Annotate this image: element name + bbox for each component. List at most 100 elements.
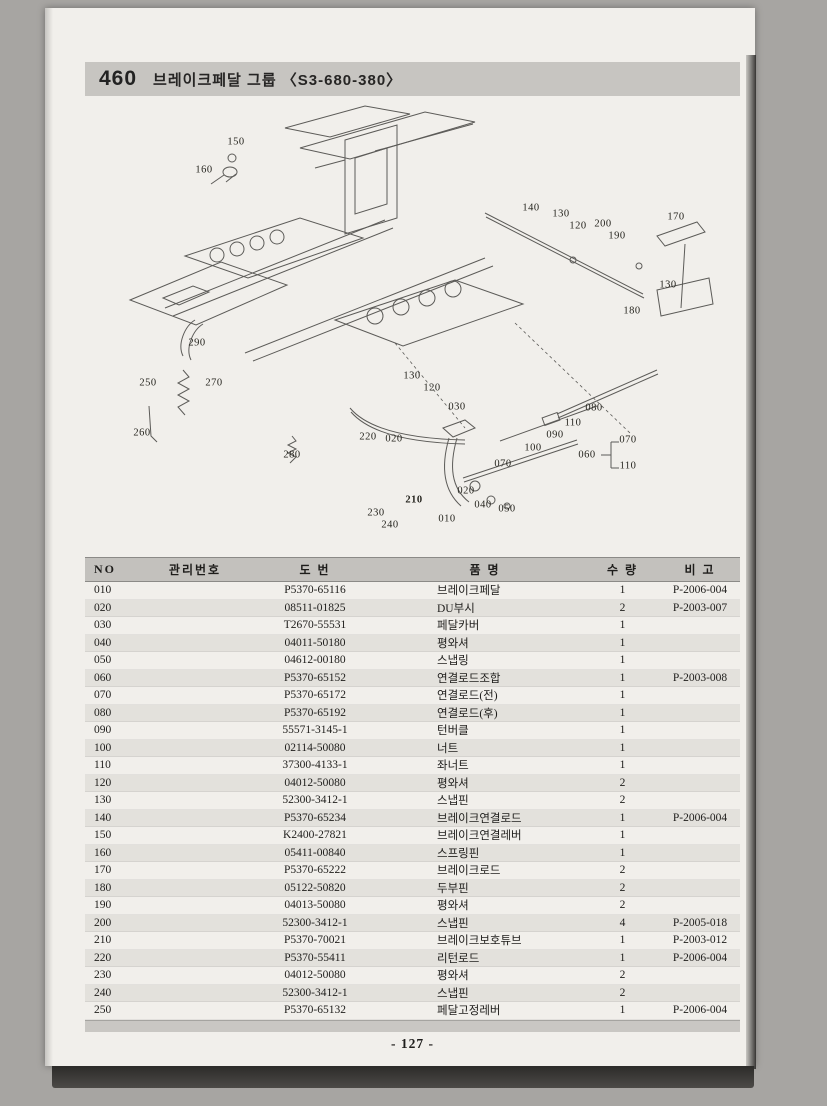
cell-part-name: 브레이크보호튜브 [437,935,522,948]
cell-drawing-number: 52300-3412-1 [282,916,348,929]
diagram-callout: 100 [524,442,542,454]
cell-quantity: 1 [619,1004,626,1017]
cell-no: 170 [94,864,112,877]
cell-drawing-number: 04012-50080 [284,969,346,982]
parts-table-header: NO 관리번호 도 번 품 명 수 량 비 고 [85,557,740,582]
diagram-callout: 020 [457,485,475,497]
cell-quantity: 2 [619,986,626,999]
cell-part-name: 연결로드(후) [437,707,498,720]
table-row: 150 K2400-27821 브레이크연결레버 1 [85,827,740,845]
section-number: 460 [99,67,138,90]
book-edge-bottom [52,1066,754,1088]
cell-quantity: 1 [619,654,626,667]
cell-part-name: 브레이크연결로드 [437,812,522,825]
cell-no: 210 [94,934,112,947]
table-row: 220 P5370-55411 리턴로드 1 P-2006-004 [85,949,740,967]
cell-no: 110 [94,759,111,772]
catalog-page: 460 브레이크페달 그룹 〈S3-680-380〉 [45,8,755,1066]
table-row: 070 P5370-65172 연결로드(전) 1 [85,687,740,705]
cell-no: 070 [94,689,112,702]
diagram-callout: 220 [359,431,377,443]
cell-note: P-2003-007 [672,601,728,614]
cell-quantity: 1 [619,689,626,702]
cell-drawing-number: 08511-01825 [284,601,346,614]
cell-part-name: 스냅핀 [437,795,469,808]
table-row: 200 52300-3412-1 스냅핀 4 P-2005-018 [85,914,740,932]
cell-part-name: 연결로드(전) [437,690,498,703]
table-row: 010 P5370-65116 브레이크페달 1 P-2006-004 [85,582,740,600]
cell-no: 090 [94,724,112,737]
col-header-name: 품 명 [469,563,501,577]
table-footer-band [85,1019,740,1032]
cell-no: 020 [94,601,112,614]
diagram-callout: 030 [448,401,466,413]
diagram-callout: 050 [498,503,516,515]
cell-no: 190 [94,899,112,912]
table-row: 170 P5370-65222 브레이크로드 2 [85,862,740,880]
diagram-callout: 160 [195,164,213,176]
diagram-callout: 110 [619,460,637,472]
table-row: 180 05122-50820 두부핀 2 [85,879,740,897]
cell-part-name: DU부시 [437,602,475,615]
table-row: 050 04612-00180 스냅링 1 [85,652,740,670]
cell-quantity: 1 [619,636,626,649]
cell-part-name: 좌너트 [437,760,469,773]
cell-part-name: 평와셔 [437,777,469,790]
diagram-callout: 090 [546,429,564,441]
table-row: 130 52300-3412-1 스냅핀 2 [85,792,740,810]
cell-note: P-2003-012 [672,934,728,947]
cell-part-name: 브레이크연결레버 [437,830,522,843]
diagram-callout: 230 [367,507,385,519]
cell-note: P-2005-018 [672,916,728,929]
diagram-callout: 080 [585,402,603,414]
cell-quantity: 2 [619,794,626,807]
diagram-callout: 020 [385,433,403,445]
cell-no: 160 [94,846,112,859]
col-header-mgmt: 관리번호 [168,563,222,577]
table-row: 250 P5370-65132 페달고정레버 1 P-2006-004 [85,1002,740,1020]
diagram-callout: 250 [139,377,157,389]
cell-part-name: 턴버클 [437,725,469,738]
diagram-callout: 180 [623,305,641,317]
cell-drawing-number: P5370-65132 [284,1004,346,1017]
diagram-callout: 070 [619,434,637,446]
table-row: 210 P5370-70021 브레이크보호튜브 1 P-2003-012 [85,932,740,950]
cell-no: 250 [94,1004,112,1017]
cell-part-name: 스냅핀 [437,917,469,930]
cell-no: 060 [94,671,112,684]
cell-note: P-2006-004 [672,951,728,964]
table-row: 140 P5370-65234 브레이크연결로드 1 P-2006-004 [85,809,740,827]
diagram-line-art [128,105,714,510]
col-header-no: NO [94,562,116,576]
diagram-callout: 150 [227,136,245,148]
diagram-callout: 140 [522,202,540,214]
cell-no: 010 [94,584,112,597]
cell-no: 130 [94,794,112,807]
cell-drawing-number: 05411-00840 [284,846,346,859]
diagram-callout: 130 [403,370,421,382]
cell-part-name: 너트 [437,742,459,755]
section-header: 460 브레이크페달 그룹 〈S3-680-380〉 [85,62,740,96]
book-edge-right [746,55,756,1069]
col-header-dwg: 도 번 [299,563,331,577]
cell-drawing-number: 04011-50180 [284,636,346,649]
table-row: 120 04012-50080 평와셔 2 [85,774,740,792]
cell-part-name: 리턴로드 [437,952,480,965]
cell-quantity: 4 [619,916,626,929]
cell-no: 230 [94,969,112,982]
cell-no: 120 [94,776,112,789]
cell-drawing-number: P5370-65172 [284,689,346,702]
cell-drawing-number: P5370-65234 [284,811,346,824]
cell-part-name: 평와셔 [437,900,469,913]
cell-quantity: 1 [619,811,626,824]
diagram-callout: 280 [283,449,301,461]
cell-part-name: 평와셔 [437,637,469,650]
diagram-callout: 010 [438,513,456,525]
cell-quantity: 1 [619,619,626,632]
cell-quantity: 1 [619,829,626,842]
diagram-callout: 170 [667,211,685,223]
diagram-callout: 240 [381,519,399,531]
diagram-callout: 040 [474,499,492,511]
cell-drawing-number: P5370-55411 [284,951,346,964]
